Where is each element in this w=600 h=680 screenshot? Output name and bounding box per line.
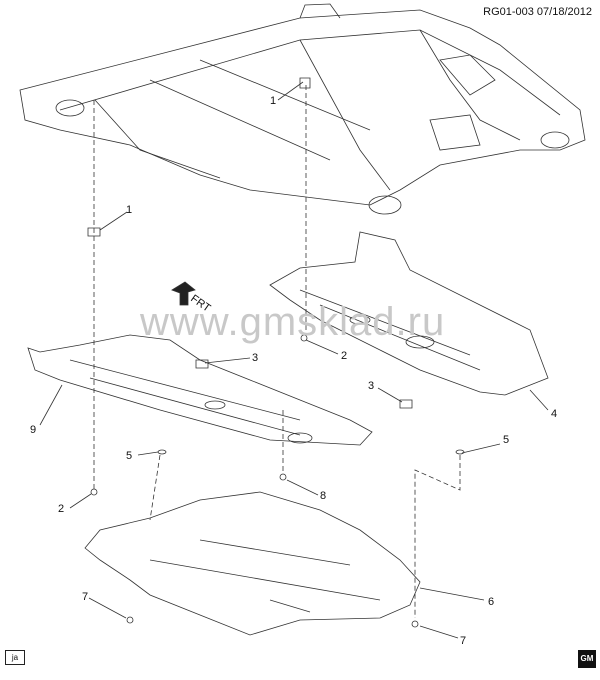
callout-labels: 1 1 2 2 3 3 4 5 5 6 7 7 8 9 FRT bbox=[30, 95, 557, 647]
alignment-lines bbox=[93, 85, 461, 618]
left-splash-shield bbox=[27, 334, 373, 446]
callout-label: 3 bbox=[368, 380, 374, 392]
callout-label: 2 bbox=[58, 503, 64, 515]
engine-cradle bbox=[19, 3, 586, 215]
callout-label: 5 bbox=[126, 450, 132, 462]
callout-label: 3 bbox=[252, 352, 258, 364]
callout-label: 9 bbox=[30, 424, 36, 436]
callout-label: 6 bbox=[488, 596, 494, 608]
callout-label: 1 bbox=[270, 95, 276, 107]
ja-badge: ja bbox=[5, 650, 25, 665]
gm-logo: GM bbox=[578, 650, 596, 668]
callout-label: 7 bbox=[82, 591, 88, 603]
drawing-reference: RG01-003 07/18/2012 bbox=[483, 6, 592, 18]
front-direction-arrow bbox=[171, 281, 196, 306]
callout-label: 2 bbox=[341, 350, 347, 362]
right-splash-shield bbox=[269, 231, 549, 396]
callout-label: 4 bbox=[551, 408, 557, 420]
leader-lines bbox=[39, 81, 549, 639]
callout-label: 1 bbox=[126, 204, 132, 216]
callout-label: 8 bbox=[320, 490, 326, 502]
callout-label: 7 bbox=[460, 635, 466, 647]
callout-label: 5 bbox=[503, 434, 509, 446]
lower-underbody-shield bbox=[84, 491, 421, 636]
fasteners bbox=[87, 77, 465, 628]
watermark-text: www.gmsklad.ru bbox=[140, 300, 446, 344]
